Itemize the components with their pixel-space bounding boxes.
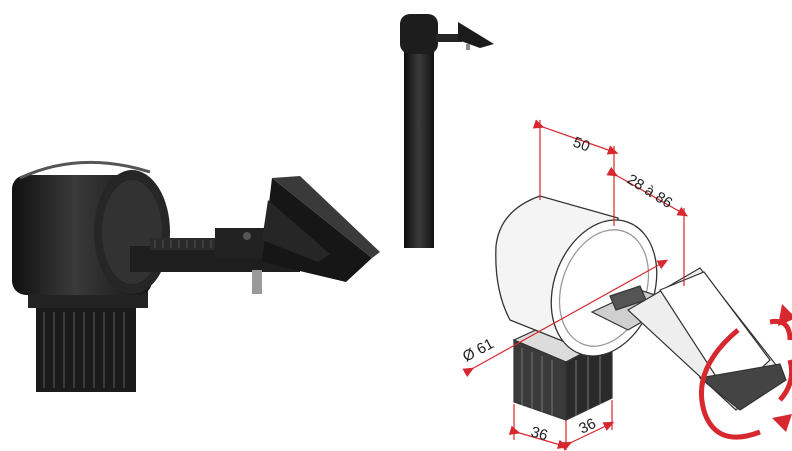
square-foot [28, 282, 148, 392]
cylinder-body [12, 160, 170, 295]
dim-label-base-right: 36 [576, 415, 598, 438]
dim-label-clamp-range: 28 à 86 [624, 171, 675, 212]
technical-drawing: 50 28 à 86 Ø 61 36 36 [460, 119, 792, 451]
v-jaw [262, 176, 380, 282]
rotation-arrows [699, 304, 792, 440]
clamp-photo [12, 160, 380, 392]
dimension-lines [462, 119, 689, 451]
dim-label-width: 50 [571, 134, 592, 156]
dim-label-base-left: 36 [529, 424, 550, 445]
post-photo [400, 14, 494, 248]
dim-label-diameter: Ø 61 [460, 335, 497, 365]
